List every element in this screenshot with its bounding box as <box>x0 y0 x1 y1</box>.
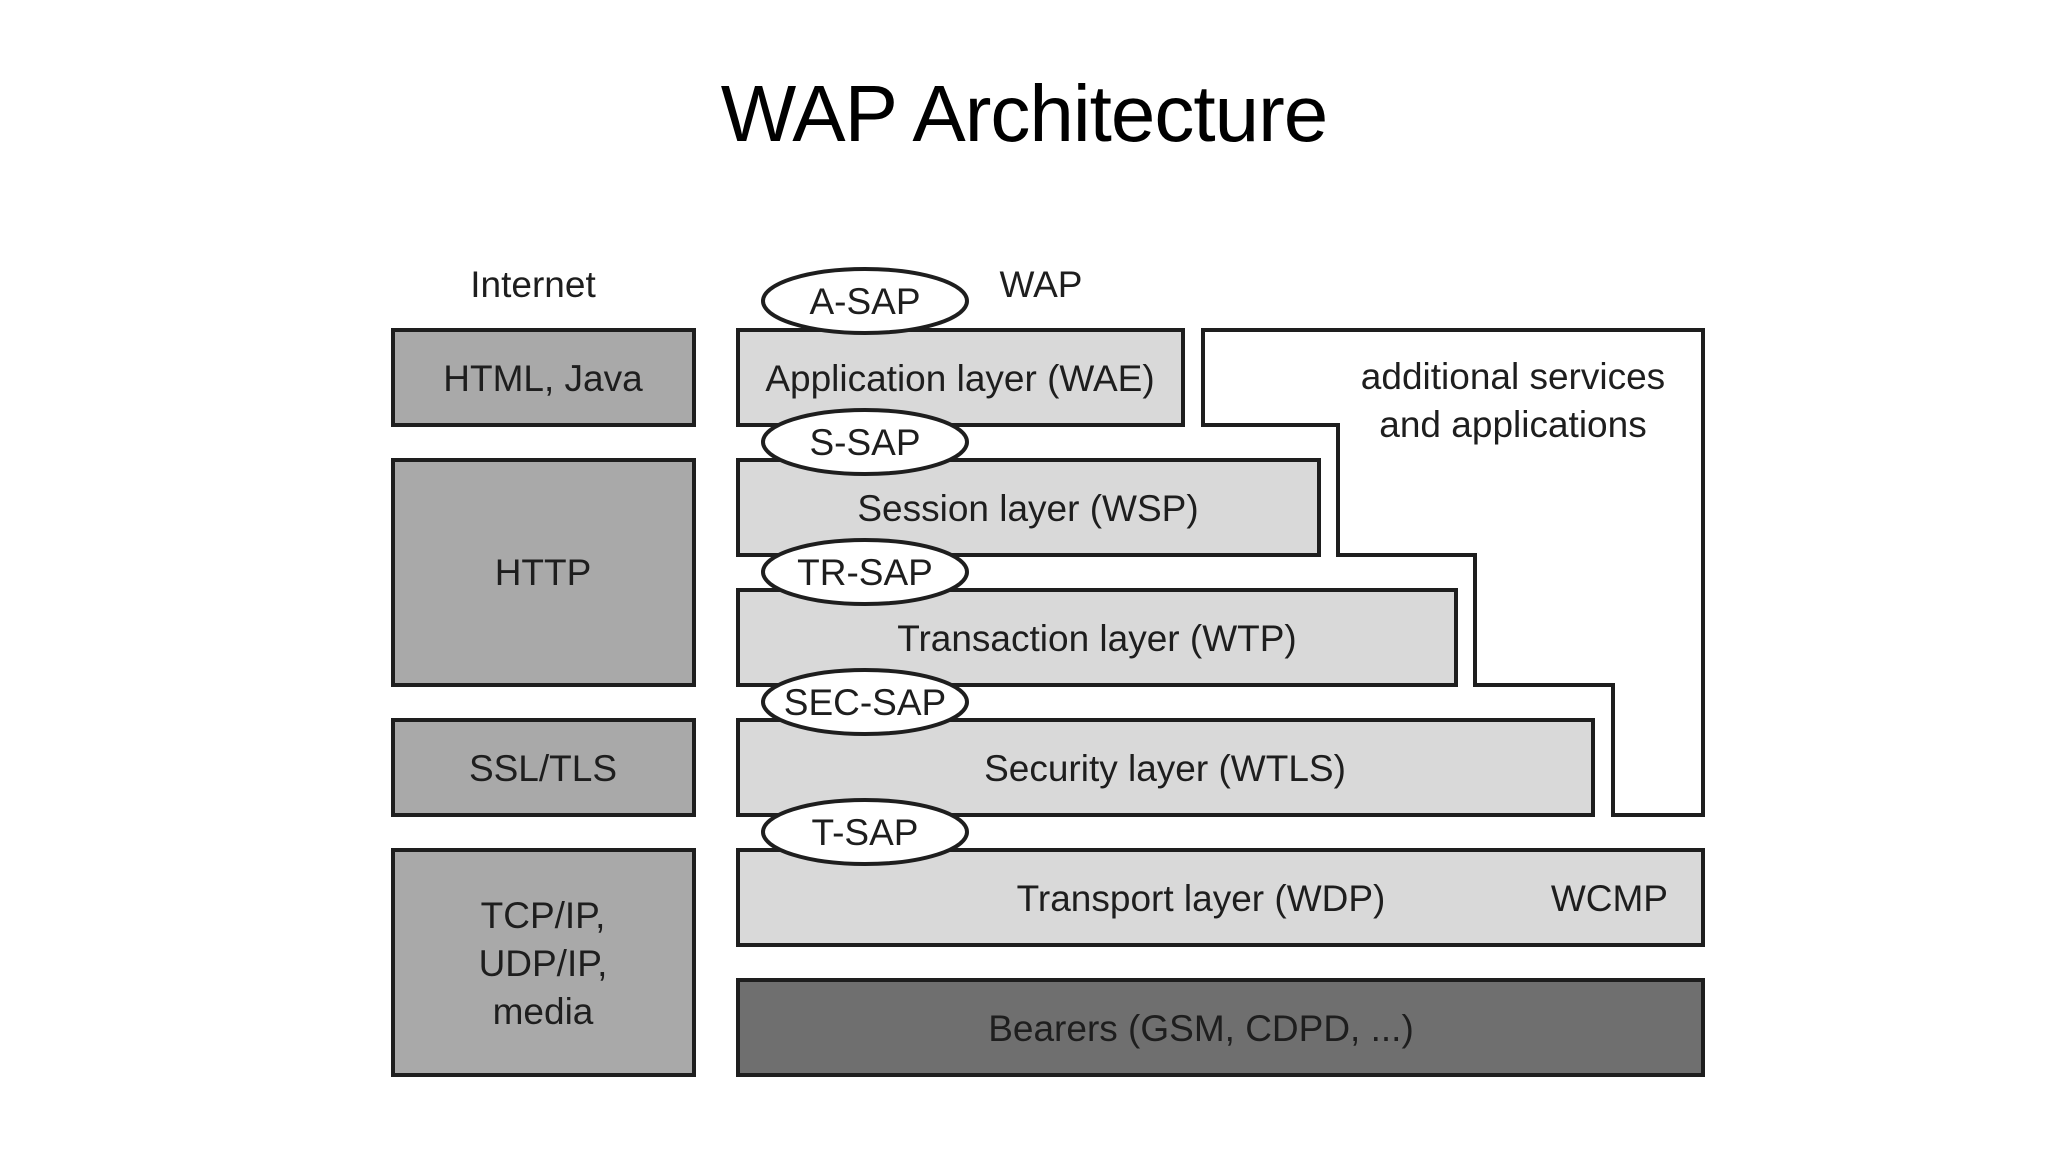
internet-column-label: Internet <box>470 264 596 305</box>
s-sap-ellipse <box>761 408 969 476</box>
tr-sap-ellipse <box>761 538 969 606</box>
additional-services-label-line-1: additional services <box>1361 356 1665 397</box>
html-java-box <box>391 328 696 427</box>
a-sap-ellipse <box>761 267 969 335</box>
bearers-box <box>736 978 1705 1077</box>
ssl-tls-box <box>391 718 696 817</box>
sec-sap-label: SEC-SAP <box>784 682 946 723</box>
t-sap-label: T-SAP <box>812 812 919 853</box>
http-box <box>391 458 696 687</box>
internet-stack: HTML, Java HTTP SSL/TLS TCP/IP, UDP/IP, … <box>391 328 696 1077</box>
sec-sap-ellipse <box>761 668 969 736</box>
tcp-ip-label-line-2: UDP/IP, <box>479 943 608 984</box>
additional-services-region <box>1201 328 1705 817</box>
slide-title: WAP Architecture <box>720 69 1328 158</box>
tcp-ip-label-line-1: TCP/IP, <box>481 895 606 936</box>
tcp-ip-box <box>391 848 696 1077</box>
wap-stack: Application layer (WAE) Session layer (W… <box>736 328 1705 1077</box>
ssl-tls-label: SSL/TLS <box>469 748 617 789</box>
s-sap-label: S-SAP <box>809 422 920 463</box>
a-sap-label: A-SAP <box>809 281 920 322</box>
session-layer-box <box>736 458 1321 557</box>
html-java-label: HTML, Java <box>443 358 643 399</box>
service-access-points: A-SAP S-SAP TR-SAP SEC-SAP T-SAP <box>761 267 969 866</box>
transport-layer-box <box>736 848 1705 947</box>
wap-column-label: WAP <box>1000 264 1083 305</box>
application-layer-box <box>736 328 1185 427</box>
bearers-label: Bearers (GSM, CDPD, ...) <box>988 1008 1414 1049</box>
tcp-ip-label-line-3: media <box>493 991 594 1032</box>
application-layer-label: Application layer (WAE) <box>765 358 1154 399</box>
transport-layer-label: Transport layer (WDP) <box>1017 878 1386 919</box>
t-sap-ellipse <box>761 798 969 866</box>
transaction-layer-label: Transaction layer (WTP) <box>897 618 1297 659</box>
http-label: HTTP <box>495 552 592 593</box>
tr-sap-label: TR-SAP <box>797 552 933 593</box>
additional-services-label-line-2: and applications <box>1379 404 1646 445</box>
security-layer-label: Security layer (WTLS) <box>984 748 1346 789</box>
session-layer-label: Session layer (WSP) <box>857 488 1198 529</box>
wcmp-label: WCMP <box>1551 878 1668 919</box>
